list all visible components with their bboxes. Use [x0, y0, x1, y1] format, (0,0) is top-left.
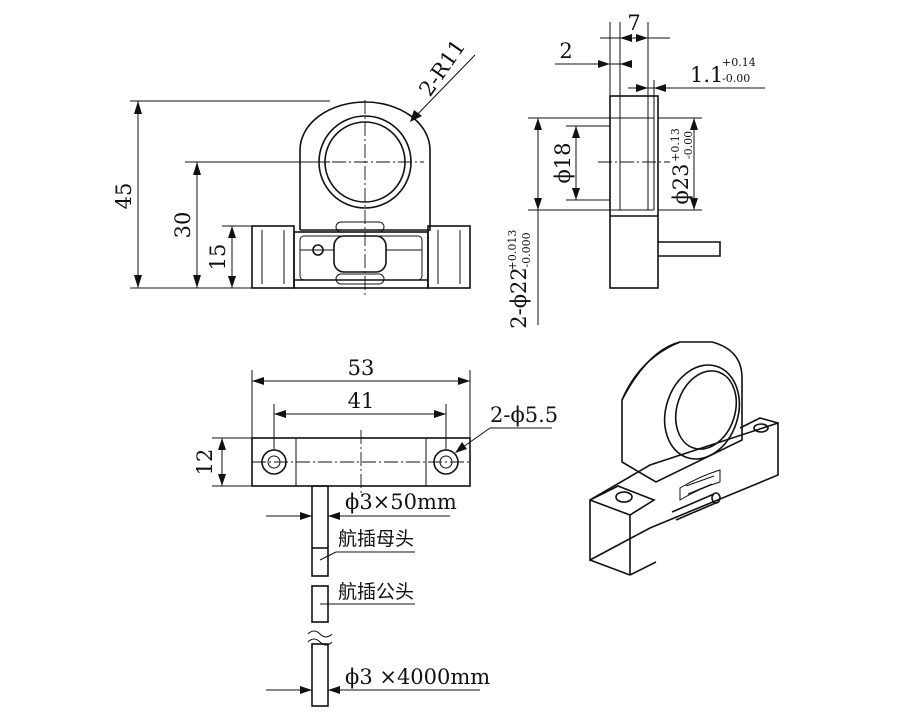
- dim-phi22-minus: -0.000: [520, 232, 533, 267]
- side-dims: [528, 22, 765, 325]
- side-view: [598, 95, 721, 289]
- dim-12: 12: [193, 449, 217, 476]
- dim-7: 7: [627, 11, 640, 35]
- front-view: [251, 100, 471, 298]
- dim-2: 2: [559, 39, 572, 63]
- dim-53: 53: [348, 356, 375, 380]
- dim-phi22: 2-ϕ22: [507, 267, 531, 329]
- dim-30: 30: [171, 212, 195, 239]
- dim-phi23-minus: -0.00: [682, 131, 695, 159]
- dim-1-1-plus: +0.14: [722, 56, 756, 69]
- dim-phi23: ϕ23: [669, 163, 693, 204]
- dim-45: 45: [112, 183, 136, 210]
- connector-female-label: 航插母头: [338, 528, 414, 550]
- dim-1-1-minus: -0.00: [722, 72, 750, 85]
- top-dims: [212, 370, 552, 694]
- dim-15: 15: [206, 244, 230, 271]
- dim-hole: 2-ϕ5.5: [490, 403, 558, 427]
- cable-short-label: ϕ3×50mm: [345, 490, 457, 514]
- dim-41: 41: [348, 389, 375, 413]
- cable-long-label: ϕ3 ×4000mm: [345, 665, 490, 689]
- dim-phi23-plus: +0.13: [669, 128, 682, 162]
- front-dims: [130, 54, 476, 289]
- dim-phi22-plus: +0.013: [506, 230, 519, 271]
- isometric-view: [589, 341, 779, 576]
- dim-phi18: ϕ18: [551, 142, 575, 183]
- dim-1-1: 1.1: [690, 63, 723, 87]
- connector-male-label: 航插公头: [338, 581, 414, 603]
